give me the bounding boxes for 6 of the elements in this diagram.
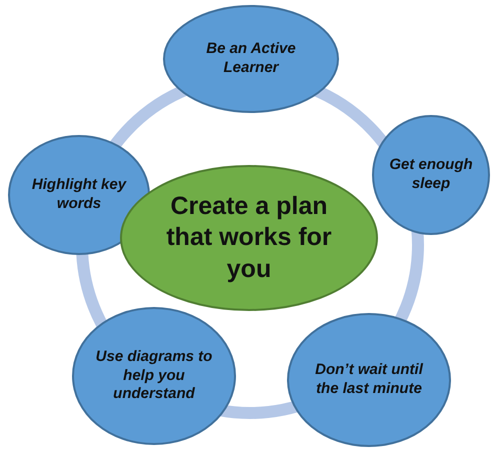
node-text: Get enough sleep [388,156,474,194]
node-text: Create a plan that works for you [165,191,333,285]
node-text: Highlight key words [30,176,128,214]
node-text: Use diagrams to help you understand [94,348,214,404]
node-text: Be an Active Learner [205,40,297,78]
node-text: Don’t wait until the last minute [314,361,424,399]
